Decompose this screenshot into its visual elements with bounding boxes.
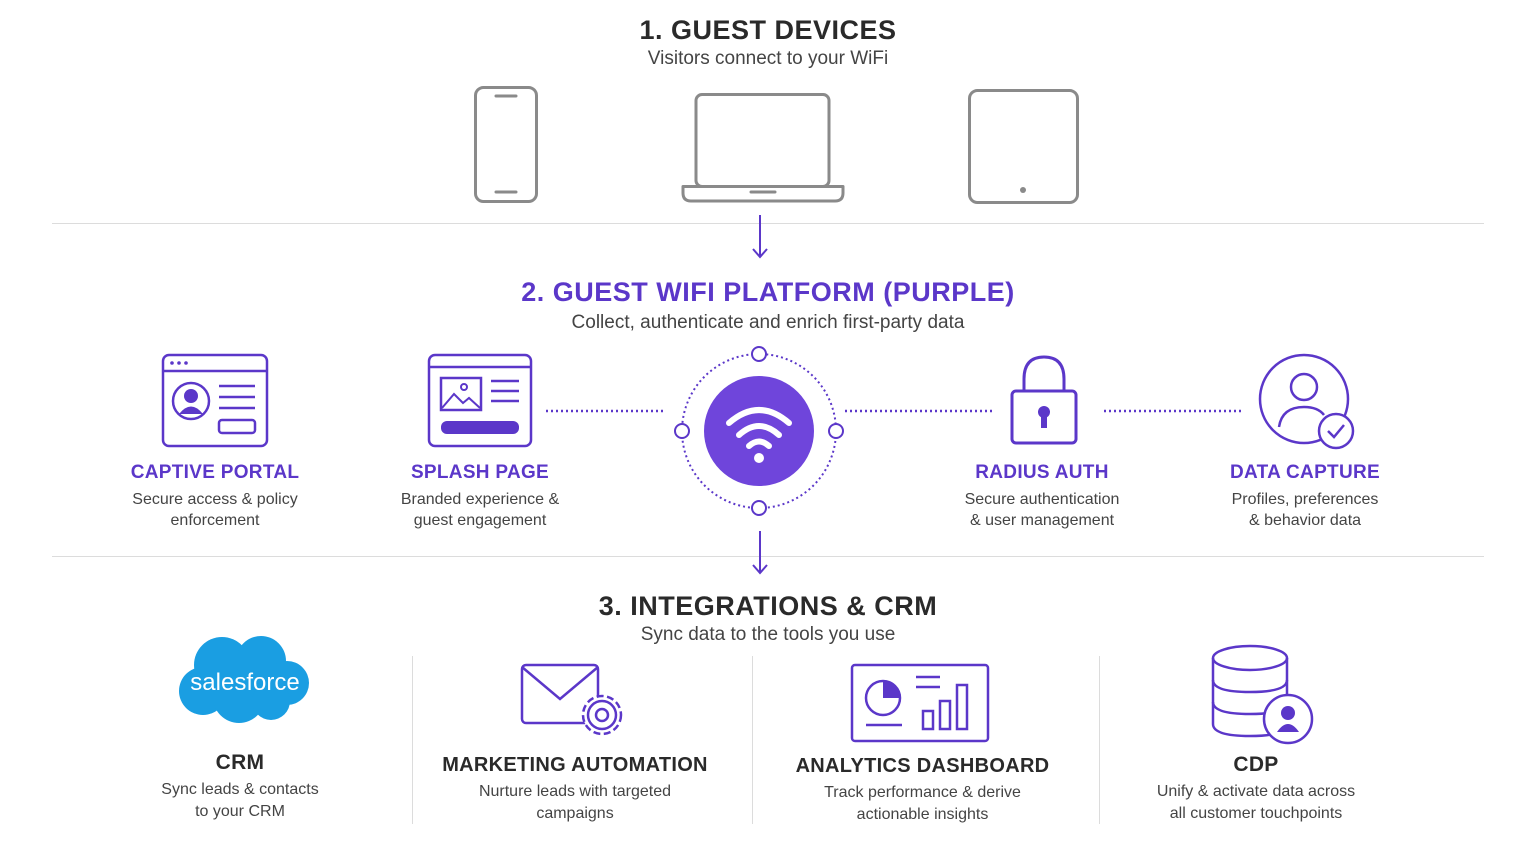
platform-title: 2. GUEST WIFI PLATFORM (PURPLE) <box>521 277 1015 307</box>
guest-devices-title: 1. GUEST DEVICES <box>639 15 897 45</box>
connector-line <box>845 409 993 413</box>
data-capture-desc: Profiles, preferences& behavior data <box>1231 491 1379 529</box>
radius-auth-desc: Secure authentication& user management <box>964 491 1120 529</box>
svg-text:salesforce: salesforce <box>190 669 299 696</box>
splash-page-title: SPLASH PAGE <box>410 462 550 483</box>
marketing-automation-block: MARKETING AUTOMATION Nurture leads with … <box>430 754 720 825</box>
connector-line <box>1104 409 1242 413</box>
cdp-block: CDP Unify & activate data across all cus… <box>1124 754 1388 825</box>
down-arrow-icon <box>752 215 768 259</box>
crm-title: CRM <box>215 751 265 774</box>
padlock-icon <box>1010 355 1078 445</box>
connector-line <box>546 409 664 413</box>
splash-page-icon <box>427 353 533 448</box>
integrations-subtitle: Sync data to the tools you use <box>640 624 896 645</box>
section-divider <box>52 556 1484 557</box>
envelope-gear-icon <box>520 663 623 736</box>
salesforce-logo: salesforce <box>179 636 309 723</box>
section-divider <box>52 223 1484 224</box>
column-divider <box>1099 656 1100 824</box>
tablet-icon <box>968 89 1079 204</box>
platform-subtitle: Collect, authenticate and enrich first-p… <box>571 312 965 333</box>
integrations-title: 3. INTEGRATIONS & CRM <box>598 591 938 621</box>
dashboard-icon <box>850 663 990 743</box>
crm-block: CRM Sync leads & contacts to your CRM <box>110 752 370 823</box>
guest-devices-subtitle: Visitors connect to your WiFi <box>647 48 889 69</box>
marketing-automation-title: MARKETING AUTOMATION <box>442 754 708 776</box>
laptop-icon <box>681 93 845 203</box>
captive-portal-icon <box>161 353 269 448</box>
analytics-dashboard-block: ANALYTICS DASHBOARD Track performance & … <box>780 755 1065 826</box>
down-arrow-icon <box>752 531 768 575</box>
user-check-icon <box>1258 353 1355 450</box>
data-capture-title: DATA CAPTURE <box>1230 462 1380 483</box>
cdp-title: CDP <box>1233 753 1279 776</box>
splash-page-desc: Branded experience &guest engagement <box>400 491 560 529</box>
radius-auth-title: RADIUS AUTH <box>975 462 1109 483</box>
analytics-dashboard-title: ANALYTICS DASHBOARD <box>795 755 1050 777</box>
wifi-hub-icon <box>674 346 844 516</box>
database-user-icon <box>1211 644 1314 745</box>
column-divider <box>752 656 753 824</box>
captive-portal-title: CAPTIVE PORTAL <box>130 462 300 483</box>
phone-icon <box>474 86 538 203</box>
column-divider <box>412 656 413 824</box>
